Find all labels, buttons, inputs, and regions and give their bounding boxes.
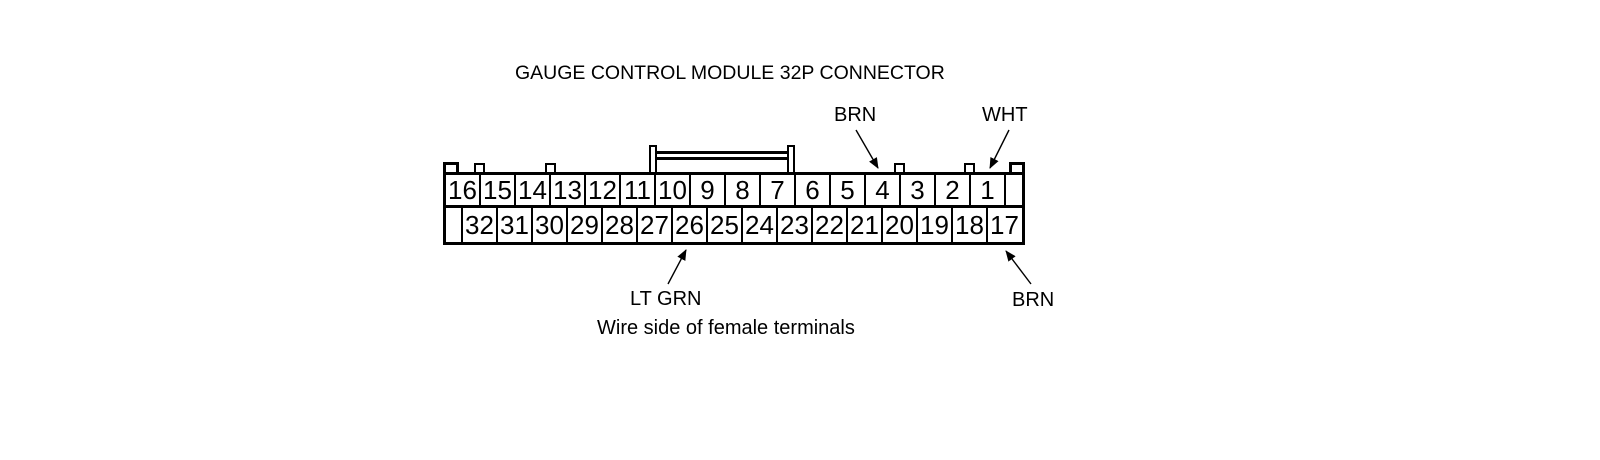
pin-cell-1: 1 [980, 174, 995, 205]
cell-divider [461, 208, 463, 242]
pin-cell-30: 30 [535, 209, 564, 240]
wire-label-wht-pin1: WHT [982, 104, 1028, 126]
cell-divider [531, 208, 533, 242]
pin-cell-2: 2 [945, 174, 960, 205]
pin-cell-19: 19 [920, 209, 949, 240]
cell-divider [689, 175, 691, 205]
cell-divider [601, 208, 603, 242]
cell-divider [479, 175, 481, 205]
cell-divider [899, 175, 901, 205]
wire-label-brn-pin17: BRN [1012, 289, 1055, 311]
housing-left-corner-step [443, 162, 459, 175]
connector-housing-outline [443, 172, 1025, 245]
pin-cell-31: 31 [500, 209, 529, 240]
cell-divider [916, 208, 918, 242]
pin-cell-25: 25 [710, 209, 739, 240]
pin-cell-23: 23 [780, 209, 809, 240]
arrow-brn-pin4 [855, 129, 879, 169]
pin-cell-28: 28 [605, 209, 634, 240]
pin-cell-14: 14 [518, 174, 547, 205]
pin-cell-12: 12 [588, 174, 617, 205]
cell-divider [811, 208, 813, 242]
wire-label-ltgrn-pin26: LT GRN [630, 288, 702, 310]
pin-cell-18: 18 [955, 209, 984, 240]
housing-tab-2 [545, 163, 556, 175]
cell-divider [584, 175, 586, 205]
pin-cell-3: 3 [910, 174, 925, 205]
connector-latch-bar [652, 151, 792, 160]
cell-divider [986, 208, 988, 242]
cell-divider [496, 208, 498, 242]
pin-cell-13: 13 [553, 174, 582, 205]
cell-divider [549, 175, 551, 205]
arrow-brn-pin17 [1005, 250, 1032, 285]
pin-cell-22: 22 [815, 209, 844, 240]
cell-divider [864, 175, 866, 205]
cell-divider [741, 208, 743, 242]
cell-divider [759, 175, 761, 205]
pin-cell-9: 9 [700, 174, 715, 205]
diagram-title: GAUGE CONTROL MODULE 32P CONNECTOR [515, 62, 945, 84]
cell-divider [654, 175, 656, 205]
cell-divider [514, 175, 516, 205]
pin-cell-7: 7 [770, 174, 785, 205]
pin-cell-21: 21 [850, 209, 879, 240]
pin-cell-27: 27 [640, 209, 669, 240]
pin-row-divider-line [446, 205, 1022, 208]
cell-divider [794, 175, 796, 205]
pin-cell-17: 17 [990, 209, 1019, 240]
cell-divider [1004, 175, 1006, 205]
latch-post-right [787, 145, 795, 173]
housing-tab-4 [964, 163, 975, 175]
cell-divider [881, 208, 883, 242]
pin-cell-5: 5 [840, 174, 855, 205]
diagram-caption: Wire side of female terminals [597, 317, 855, 339]
pin-cell-6: 6 [805, 174, 820, 205]
cell-divider [969, 175, 971, 205]
pin-cell-26: 26 [675, 209, 704, 240]
pin-cell-29: 29 [570, 209, 599, 240]
pin-cell-20: 20 [885, 209, 914, 240]
cell-divider [671, 208, 673, 242]
cell-divider [829, 175, 831, 205]
latch-post-left [649, 145, 657, 173]
pin-cell-10: 10 [658, 174, 687, 205]
cell-divider [724, 175, 726, 205]
housing-tab-1 [474, 163, 485, 175]
pin-cell-16: 16 [448, 174, 477, 205]
pin-cell-4: 4 [875, 174, 890, 205]
cell-divider [951, 208, 953, 242]
pin-cell-8: 8 [735, 174, 750, 205]
housing-tab-3 [894, 163, 905, 175]
arrow-wht-pin1 [989, 129, 1010, 169]
pin-cell-32: 32 [465, 209, 494, 240]
housing-right-corner-step [1009, 162, 1025, 175]
cell-divider [619, 175, 621, 205]
arrow-ltgrn-pin26 [667, 249, 687, 285]
pin-cell-15: 15 [483, 174, 512, 205]
cell-divider [566, 208, 568, 242]
pin-cell-11: 11 [624, 174, 651, 205]
cell-divider [636, 208, 638, 242]
cell-divider [776, 208, 778, 242]
cell-divider [706, 208, 708, 242]
cell-divider [934, 175, 936, 205]
wire-label-brn-pin4: BRN [834, 104, 877, 126]
pin-cell-24: 24 [745, 209, 774, 240]
cell-divider [846, 208, 848, 242]
